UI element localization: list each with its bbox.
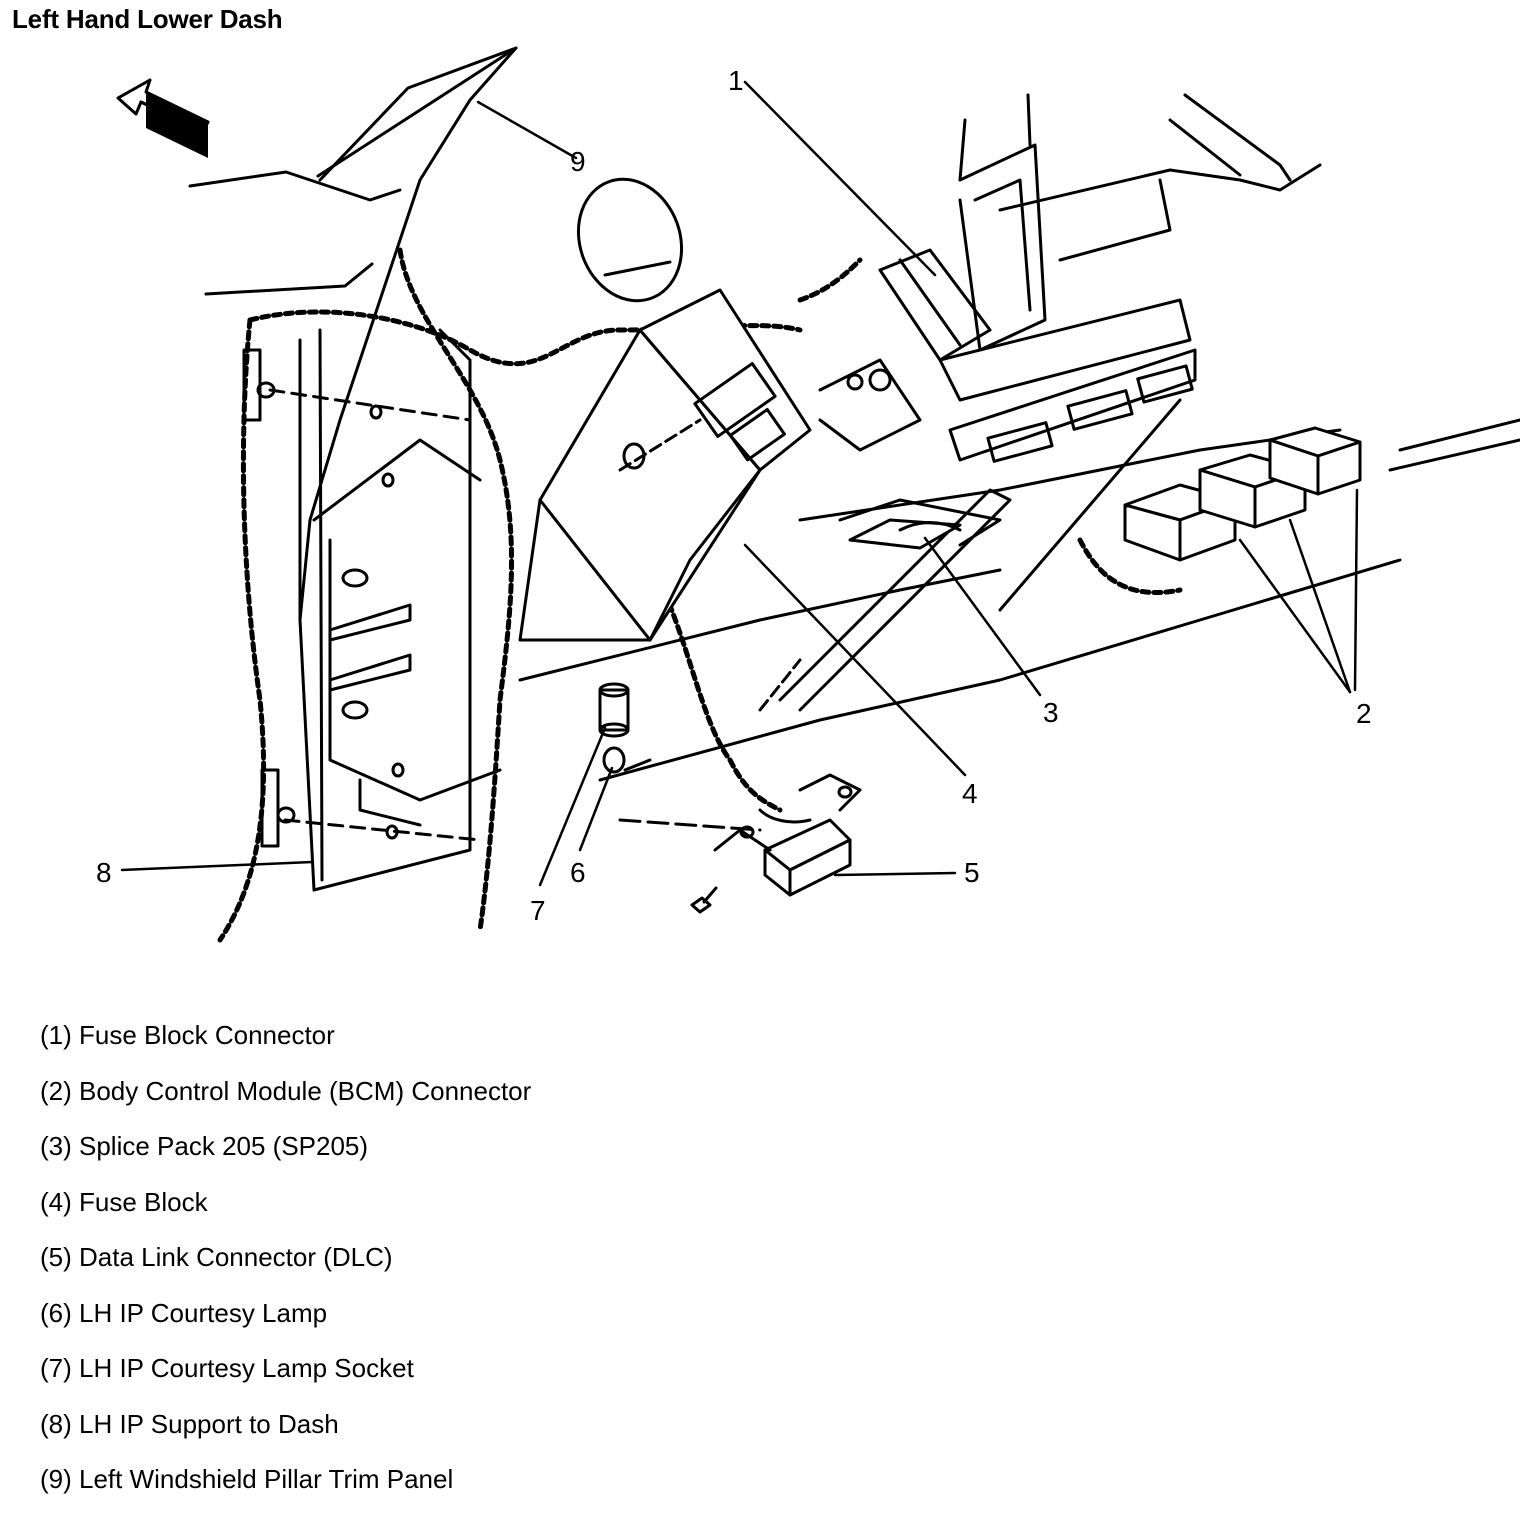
bcm-connector-3 [1268, 426, 1362, 496]
callout-8: 8 [96, 857, 112, 888]
legend-item-splice-pack: (3) Splice Pack 205 (SP205) [40, 1131, 369, 1161]
legend-item-pillar-trim-panel: (9) Left Windshield Pillar Trim Panel [40, 1464, 454, 1494]
forward-arrow-icon [116, 78, 210, 158]
leader-lines [120, 80, 1359, 887]
legend-item-fuse-block: (4) Fuse Block [40, 1186, 208, 1217]
callout-1: 1 [728, 65, 744, 96]
ip-support-bracket [268, 328, 502, 892]
courtesy-lamp-socket [598, 682, 630, 738]
retaining-clip-upper [242, 348, 276, 422]
callout-6: 6 [570, 857, 586, 888]
courtesy-lamp [602, 746, 652, 774]
round-disc [576, 177, 684, 303]
windshield-pillar-trim-panel [188, 46, 518, 622]
legend-item-data-link-connector: (5) Data Link Connector (DLC) [40, 1242, 393, 1272]
legend-item-bcm-connector: (2) Body Control Module (BCM) Connector [40, 1075, 532, 1106]
callout-2: 2 [1356, 698, 1372, 729]
data-link-connector [713, 773, 862, 897]
callout-4: 4 [962, 778, 978, 809]
diagram-title: Left Hand Lower Dash [12, 4, 283, 34]
component-legend: (1) Fuse Block Connector (2) Body Contro… [40, 1018, 531, 1518]
legend-item-courtesy-lamp: (6) LH IP Courtesy Lamp [40, 1297, 328, 1328]
fuse-block [518, 288, 812, 642]
legend-item-fuse-block-connector: (1) Fuse Block Connector [40, 1020, 335, 1050]
legend-item-courtesy-lamp-socket: (7) LH IP Courtesy Lamp Socket [40, 1353, 414, 1383]
splice-pack [848, 518, 962, 550]
retaining-clip-lower [260, 768, 296, 848]
callout-3: 3 [1043, 697, 1059, 728]
wiring-harness [217, 247, 1183, 943]
callout-5: 5 [964, 857, 980, 888]
fuse-block-connector [818, 248, 992, 452]
legend-item-ip-support: (8) LH IP Support to Dash [40, 1408, 339, 1439]
steering-column-bracket [958, 93, 1047, 352]
callout-9: 9 [570, 146, 586, 177]
dash-illustration: 1 2 3 4 5 6 7 8 9 [96, 46, 1520, 943]
callout-7: 7 [530, 895, 546, 926]
dlc-screw-icon [690, 886, 718, 914]
